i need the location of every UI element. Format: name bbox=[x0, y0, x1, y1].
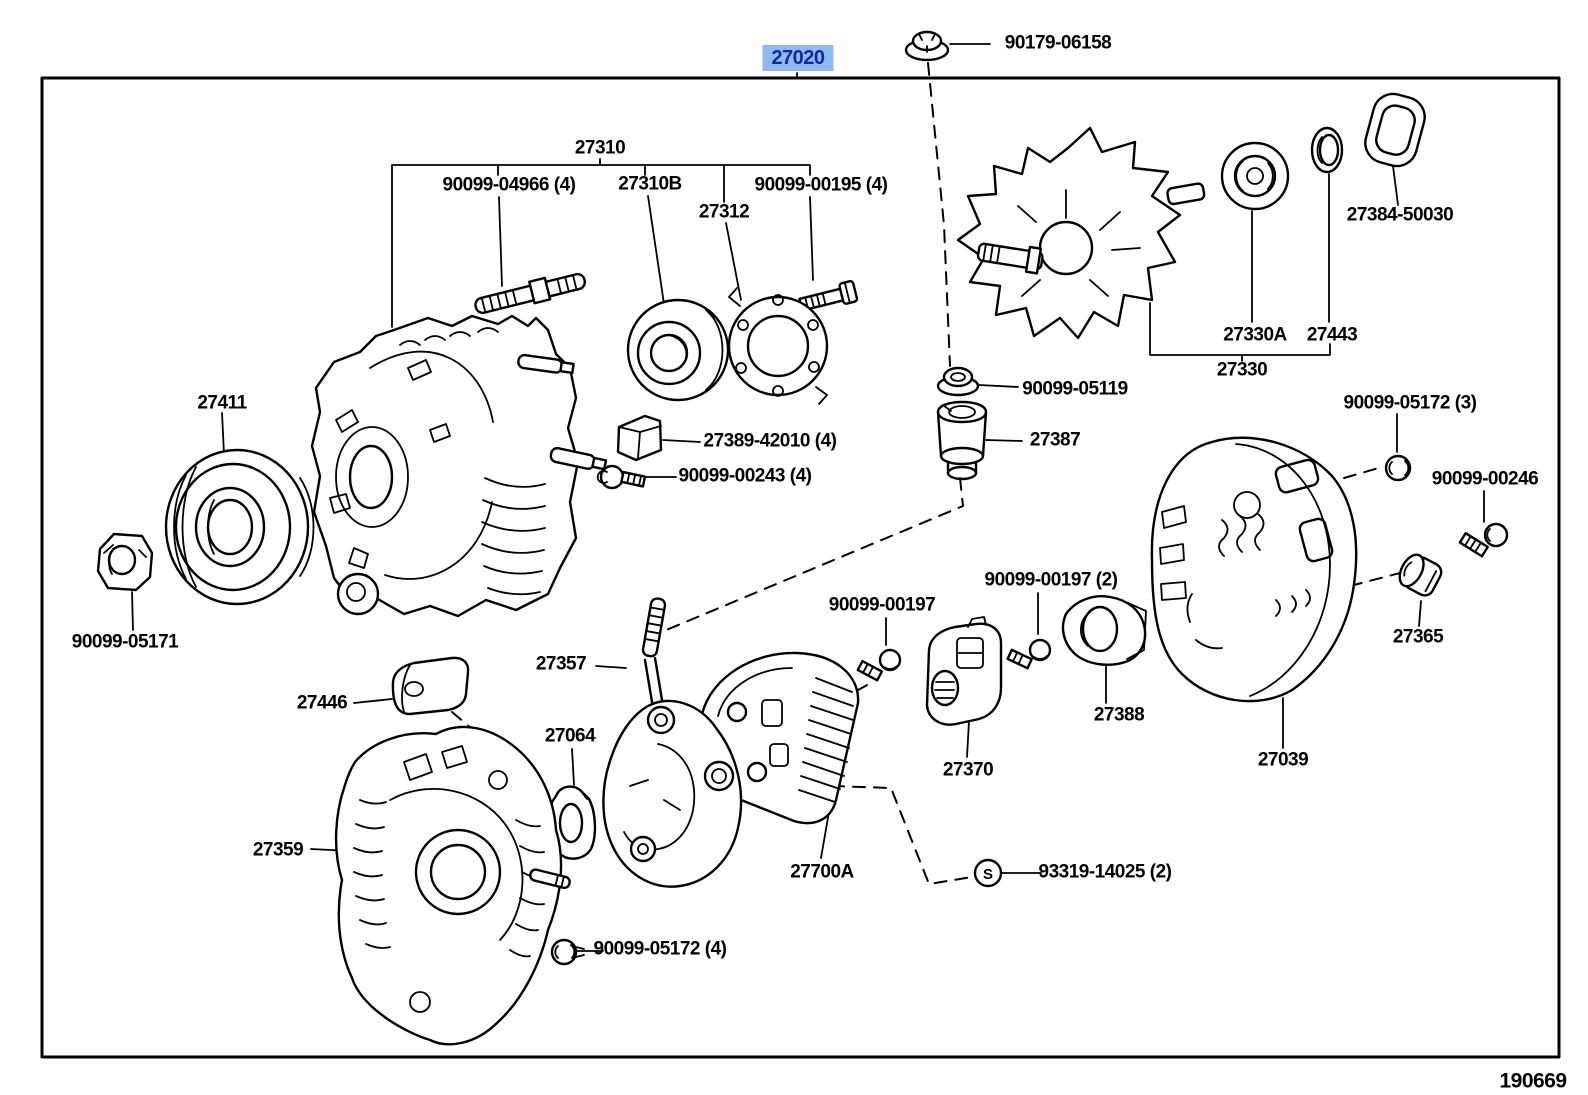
part-label-90179-06158: 90179-06158 bbox=[1004, 32, 1112, 54]
part-27388-drawing bbox=[1061, 595, 1147, 666]
part-label-27359: 27359 bbox=[252, 839, 304, 861]
pulley-27411-drawing bbox=[164, 448, 315, 606]
part-label-90099-00195: 90099-00195 (4) bbox=[754, 174, 889, 196]
part-label-27312: 27312 bbox=[698, 201, 750, 223]
stator-assembly-27310-drawing bbox=[310, 314, 608, 618]
leader-lines bbox=[131, 43, 1485, 952]
part-label-27310: 27310 bbox=[574, 137, 626, 159]
part-label-27064: 27064 bbox=[544, 725, 596, 747]
part-label-27039: 27039 bbox=[1257, 749, 1309, 771]
part-label-27330A: 27330A bbox=[1223, 324, 1287, 346]
regulator-27370-drawing bbox=[925, 616, 1003, 726]
part-label-27020-selected[interactable]: 27020 bbox=[762, 45, 834, 71]
part-label-90099-00197: 90099-00197 bbox=[828, 594, 936, 616]
bolt-90099-00197-2-drawing bbox=[1006, 638, 1052, 670]
push-nut-90179-06158-drawing bbox=[904, 30, 950, 62]
stud-bolt-90099-04966-drawing bbox=[474, 272, 586, 315]
part-label-90099-00243: 90099-00243 (4) bbox=[678, 465, 813, 487]
screw-90099-05172-4-drawing bbox=[550, 938, 585, 966]
page-code: 190669 bbox=[1499, 1069, 1567, 1093]
brush-holder-drawing bbox=[602, 597, 743, 888]
part-label-93319-14025: 93319-14025 (2) bbox=[1038, 861, 1173, 883]
part-label-27389-42010: 27389-42010 (4) bbox=[703, 430, 838, 452]
rotor-27330-drawing bbox=[956, 126, 1206, 340]
part-label-27365: 27365 bbox=[1392, 626, 1444, 648]
nut-90099-05171-drawing bbox=[96, 532, 154, 592]
part-label-27700A: 27700A bbox=[790, 861, 854, 883]
front-bracket-27359-drawing bbox=[334, 725, 571, 1046]
part-label-90099-05172-3: 90099-05172 (3) bbox=[1343, 392, 1478, 414]
part-label-90099-04966: 90099-04966 (4) bbox=[442, 174, 577, 196]
part-label-27387: 27387 bbox=[1029, 429, 1081, 451]
part-label-90099-05171: 90099-05171 bbox=[71, 631, 179, 653]
part-label-90099-00197-2: 90099-00197 (2) bbox=[984, 569, 1119, 591]
assembly-dashed-lines bbox=[451, 62, 1401, 885]
part-label-27443: 27443 bbox=[1306, 324, 1358, 346]
gasket-27064-drawing bbox=[548, 785, 597, 860]
s-marker-93319-14025: S bbox=[973, 858, 1003, 888]
part-label-90099-05172-4: 90099-05172 (4) bbox=[593, 938, 728, 960]
part-label-90099-00246: 90099-00246 bbox=[1431, 468, 1539, 490]
bolt-90099-00246-drawing bbox=[1458, 522, 1509, 558]
nut-90099-05119-drawing bbox=[936, 366, 980, 397]
ring-27443-drawing bbox=[1310, 126, 1344, 174]
bolt-90099-00195-drawing bbox=[798, 279, 859, 312]
part-label-27388: 27388 bbox=[1093, 704, 1145, 726]
rear-cover-27039-drawing bbox=[1150, 436, 1358, 703]
screw-90099-00243-drawing bbox=[596, 464, 647, 490]
s-marker-letter: S bbox=[983, 866, 993, 883]
retainer-27312-drawing bbox=[727, 287, 829, 405]
bearing-27310B-drawing bbox=[626, 298, 730, 402]
part-label-27357: 27357 bbox=[535, 653, 587, 675]
cover-27384-50030-drawing bbox=[1364, 92, 1426, 168]
part-label-27330: 27330 bbox=[1216, 359, 1268, 381]
part-label-27310B: 27310B bbox=[618, 173, 682, 195]
bolt-90099-00197-drawing bbox=[856, 648, 902, 682]
insulator-27389-42010-drawing bbox=[616, 414, 663, 462]
part-27446-drawing bbox=[391, 656, 470, 716]
part-label-90099-05119: 90099-05119 bbox=[1022, 378, 1128, 400]
part-label-27384-50030: 27384-50030 bbox=[1346, 204, 1454, 226]
diagram-border bbox=[40, 76, 1561, 1059]
nut-90099-05172-3-drawing bbox=[1384, 454, 1412, 482]
insulator-27387-drawing bbox=[936, 400, 988, 481]
part-label-27446: 27446 bbox=[296, 692, 348, 714]
part-label-27411: 27411 bbox=[197, 392, 247, 414]
bearing-27330A-drawing bbox=[1220, 141, 1290, 211]
part-label-27370: 27370 bbox=[942, 759, 994, 781]
part-27365-drawing bbox=[1398, 553, 1443, 597]
